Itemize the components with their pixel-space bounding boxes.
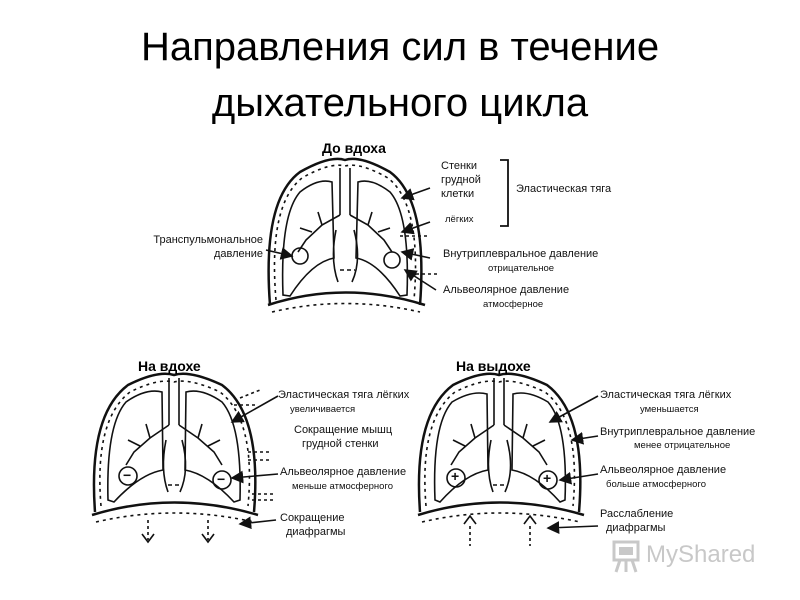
plus-sign-right: + xyxy=(543,470,552,486)
heading-exhale: На выдохе xyxy=(456,358,531,374)
label-transpulmonary-1: Транспульмональное xyxy=(153,234,263,246)
label-inhale-muscles-1: Сокращение мышц xyxy=(294,424,393,436)
minus-sign-right: − xyxy=(217,471,226,487)
heading-inhale: На вдохе xyxy=(138,358,201,374)
label-exhale-diaphragm-2: диафрагмы xyxy=(606,522,666,534)
label-exhale-elastic: Эластическая тяга лёгких xyxy=(600,389,732,401)
diagram-exhale xyxy=(417,372,599,546)
label-inhale-elastic: Эластическая тяга лёгких xyxy=(278,389,410,401)
diagram-inhale xyxy=(91,372,279,544)
label-chest-walls-1: Стенки xyxy=(441,160,478,172)
label-inhale-alveolar: Альвеолярное давление xyxy=(280,466,407,478)
label-intrapleural: Внутриплевральное давление xyxy=(443,248,599,260)
label-chest-walls-3: клетки xyxy=(441,188,475,200)
label-inhale-alveolar-sub: меньше атмосферного xyxy=(292,481,393,492)
heading-before-inhale: До вдоха xyxy=(322,140,386,156)
minus-sign-left: − xyxy=(123,467,132,483)
diagram-before-inhale xyxy=(265,157,509,313)
watermark-text: MyShared xyxy=(646,541,756,568)
label-alveolar: Альвеолярное давление xyxy=(443,284,570,296)
label-inhale-muscles-2: грудной стенки xyxy=(302,438,379,450)
label-elastic-recoil: Эластическая тяга xyxy=(516,183,612,195)
label-exhale-intrapleural-sub: менее отрицательное xyxy=(634,440,731,451)
plus-sign-left: + xyxy=(451,468,460,484)
label-inhale-diaphragm-1: Сокращение xyxy=(280,512,345,524)
label-exhale-elastic-sub: уменьшается xyxy=(640,404,699,415)
label-alveolar-sub: атмосферное xyxy=(483,299,544,310)
presentation-board-icon xyxy=(612,540,640,573)
label-chest-walls-2: грудной xyxy=(441,174,481,186)
label-intrapleural-sub: отрицательное xyxy=(488,263,555,274)
label-exhale-alveolar: Альвеолярное давление xyxy=(600,464,727,476)
label-transpulmonary-2: давление xyxy=(213,248,263,260)
label-exhale-alveolar-sub: больше атмосферного xyxy=(606,479,706,490)
label-lungs: лёгких xyxy=(445,214,474,225)
label-exhale-diaphragm-1: Расслабление xyxy=(600,508,674,520)
label-exhale-intrapleural: Внутриплевральное давление xyxy=(600,426,756,438)
slide-title-line2: дыхательного цикла xyxy=(211,81,589,125)
label-inhale-diaphragm-2: диафрагмы xyxy=(286,526,346,538)
label-inhale-elastic-sub: увеличивается xyxy=(290,404,356,415)
slide-title-line1: Направления сил в течение xyxy=(140,25,660,69)
